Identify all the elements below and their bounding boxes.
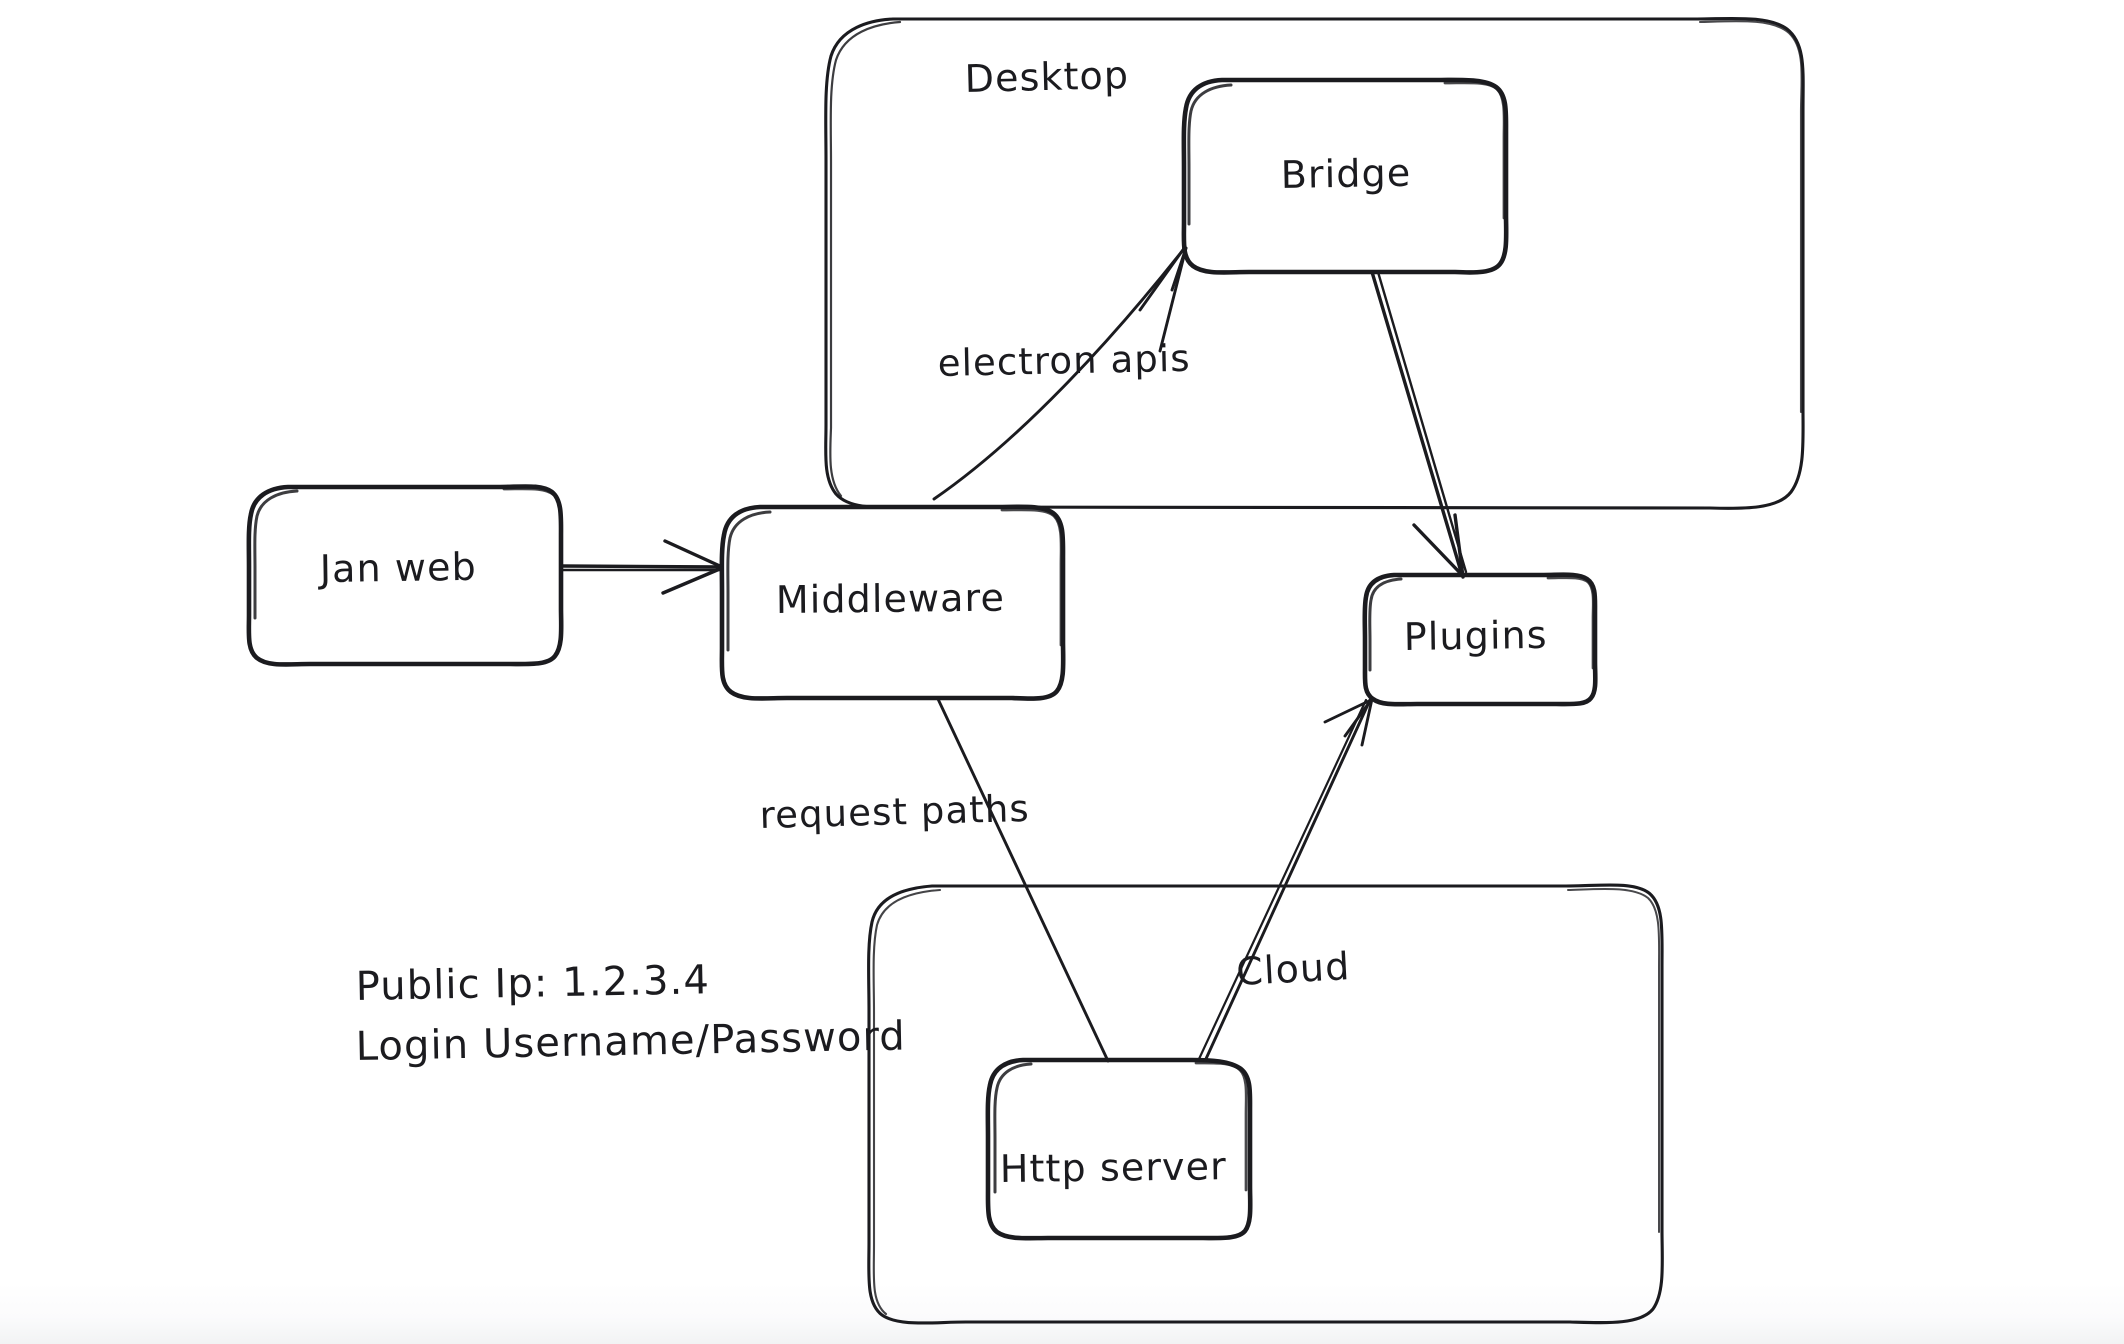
edge-bridge-to-plugins — [1370, 270, 1468, 579]
container-cloud — [867, 883, 1664, 1325]
note-login-credentials: Login Username/Password — [355, 1013, 906, 1070]
node-label-jan-web: Jan web — [318, 545, 478, 591]
node-label-http-server: Http server — [1000, 1144, 1227, 1191]
container-desktop — [824, 16, 1805, 510]
node-bridge[interactable] — [1181, 77, 1509, 275]
container-label-cloud: Cloud — [1235, 944, 1351, 994]
edge-middleware-to-bridge — [932, 245, 1188, 501]
node-jan-web[interactable] — [246, 484, 564, 667]
node-label-middleware: Middleware — [776, 576, 1006, 622]
node-label-bridge: Bridge — [1280, 151, 1411, 197]
node-label-plugins: Plugins — [1403, 613, 1548, 659]
note-public-ip: Public Ip: 1.2.3.4 — [355, 957, 710, 1010]
node-plugins[interactable] — [1362, 572, 1598, 707]
edge-janweb-to-middleware — [559, 539, 724, 595]
node-http-server[interactable] — [985, 1057, 1253, 1241]
edge-label-electron-apis: electron apis — [937, 337, 1191, 385]
node-middleware[interactable] — [719, 504, 1066, 701]
edge-httpserver-to-plugins — [1197, 697, 1374, 1063]
edge-middleware-to-httpserver — [936, 697, 1110, 1063]
edge-label-request-paths: request paths — [759, 787, 1030, 837]
container-label-desktop: Desktop — [964, 53, 1129, 101]
